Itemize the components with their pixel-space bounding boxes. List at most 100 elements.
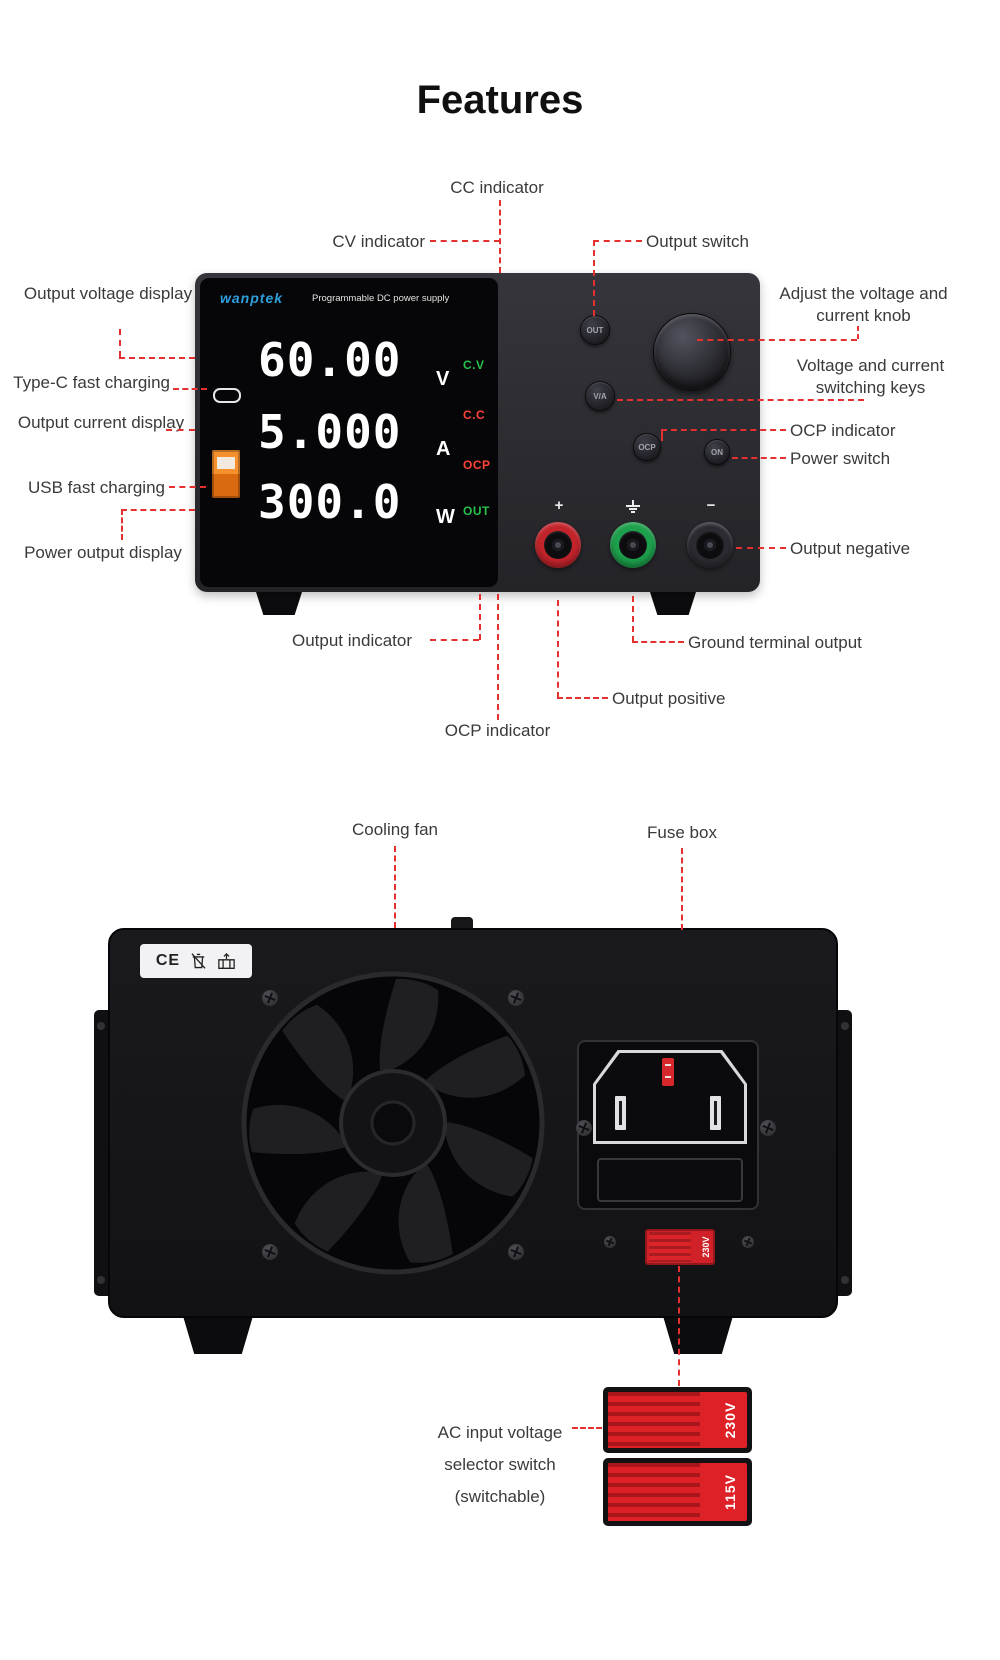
screw-icon <box>760 1120 776 1136</box>
power-unit: W <box>436 506 455 528</box>
leader-line-power-display-h <box>121 509 195 511</box>
leader-line-output-switch-v <box>593 240 595 316</box>
back-foot-left <box>183 1316 253 1354</box>
screw-icon <box>262 1244 278 1260</box>
callout-cooling-fan: Cooling fan <box>351 820 438 839</box>
leader-line-ground-v <box>632 596 634 642</box>
leader-line-cc <box>499 200 501 273</box>
callout-power-output-display: Power output display <box>24 543 182 562</box>
ce-mark: CE <box>155 952 181 969</box>
voltage-current-knob <box>653 313 731 391</box>
leader-line-typec <box>173 388 207 390</box>
ear-screw-icon <box>97 1276 105 1284</box>
cc-indicator-label: C.C <box>463 408 486 422</box>
callout-cv-indicator: CV indicator <box>332 232 425 251</box>
va-button: V/A <box>585 381 615 411</box>
leader-line-ocp-right-h <box>661 429 786 431</box>
leader-line-ocp-bottom <box>497 594 499 720</box>
callout-usb: USB fast charging <box>27 478 165 497</box>
screw-icon <box>742 1236 754 1248</box>
psu-front-view: wanptek Programmable DC power supply 60.… <box>195 273 760 592</box>
voltage-unit: V <box>436 368 450 390</box>
selector-ridges <box>649 1232 691 1262</box>
callout-cc-indicator: CC indicator <box>450 178 544 197</box>
typec-port <box>213 388 241 403</box>
leader-line-cv <box>430 240 500 242</box>
selector-switch-230: 230V <box>603 1387 752 1453</box>
current-readout: 5.000 <box>258 405 402 459</box>
leader-line-knob-h <box>697 339 857 341</box>
usb-tongue <box>217 457 235 469</box>
leader-line-positive-v <box>557 600 559 698</box>
power-readout: 300.0 <box>258 475 402 529</box>
callout-output-current-display: Output current display <box>17 413 185 432</box>
screw-icon <box>604 1236 616 1248</box>
front-foot-right <box>650 592 696 615</box>
cv-indicator-label: C.V <box>463 358 485 372</box>
callout-fuse-box: Fuse box <box>647 823 717 842</box>
voltage-selector-switch: 230V <box>645 1229 715 1265</box>
ac-selector-line1: AC input voltage <box>437 1423 563 1442</box>
positive-terminal <box>535 522 581 568</box>
voltage-readout: 60.00 <box>258 333 402 387</box>
packaging-icon <box>218 952 235 969</box>
leader-line-power-display-v <box>121 509 123 540</box>
crossed-bin-icon <box>191 953 206 969</box>
leader-line-fuse-box <box>681 848 683 930</box>
callout-power-switch: Power switch <box>790 449 891 468</box>
ac-inlet-fuse-box <box>577 1040 759 1210</box>
page-title: Features <box>416 78 584 122</box>
leader-line-selector-text <box>572 1427 602 1429</box>
ground-terminal <box>610 522 656 568</box>
ear-screw-icon <box>97 1022 105 1030</box>
front-foot-left <box>256 592 302 615</box>
leader-line-ocp-right-v <box>661 429 663 441</box>
display-panel: wanptek Programmable DC power supply 60.… <box>200 278 498 587</box>
brand-logo: wanptek <box>220 290 284 306</box>
callout-ocp-indicator-bottom: OCP indicator <box>444 721 551 740</box>
leader-line-cooling-fan <box>394 846 396 928</box>
switch-ridges-115 <box>608 1463 700 1521</box>
cooling-fan <box>241 971 545 1275</box>
ocp-button: OCP <box>633 433 661 461</box>
certification-plate: CE <box>140 944 252 978</box>
screw-icon <box>508 990 524 1006</box>
negative-terminal <box>687 522 733 568</box>
ac-selector-line3: (switchable) <box>454 1487 546 1506</box>
positive-symbol: + <box>554 497 564 514</box>
leader-line-voltage-display-h <box>119 357 195 359</box>
leader-line-voltage-display-v <box>119 329 121 357</box>
leader-line-positive-h <box>557 697 608 699</box>
psu-back-view: CE <box>108 928 838 1318</box>
callout-output-positive: Output positive <box>612 689 726 708</box>
switch-label-230: 230V <box>722 1401 738 1439</box>
fuse-drawer <box>597 1158 743 1202</box>
back-foot-right <box>663 1316 733 1354</box>
usb-port <box>212 450 240 498</box>
switch-ridges-230 <box>608 1392 700 1448</box>
leader-line-selector <box>678 1266 680 1386</box>
leader-line-output-indicator-v <box>479 594 481 640</box>
inlet-pin-left <box>615 1096 626 1130</box>
brand-tagline: Programmable DC power supply <box>312 293 450 304</box>
ocp-indicator-label: OCP <box>463 458 491 472</box>
leader-line-ground-h <box>632 641 684 643</box>
screw-icon <box>576 1120 592 1136</box>
switch-label-115: 115V <box>722 1474 738 1510</box>
ac-selector-line2: selector switch <box>444 1455 556 1474</box>
callout-output-indicator: Output indicator <box>292 631 413 650</box>
callout-adjust-knob: Adjust the voltage and current knob <box>779 284 948 325</box>
leader-line-knob-v <box>857 326 859 339</box>
out-indicator-label: OUT <box>463 504 490 518</box>
inlet-fuse <box>662 1058 674 1086</box>
ear-screw-icon <box>841 1022 849 1030</box>
callout-output-voltage-display: Output voltage display <box>23 284 193 303</box>
ear-screw-icon <box>841 1276 849 1284</box>
screw-icon <box>508 1244 524 1260</box>
callout-ground-terminal: Ground terminal output <box>688 633 862 652</box>
leader-line-output-switch-h <box>593 240 642 242</box>
negative-symbol: − <box>706 497 716 514</box>
callout-ocp-indicator-right: OCP indicator <box>790 421 896 440</box>
leader-line-switching-keys <box>617 399 864 401</box>
